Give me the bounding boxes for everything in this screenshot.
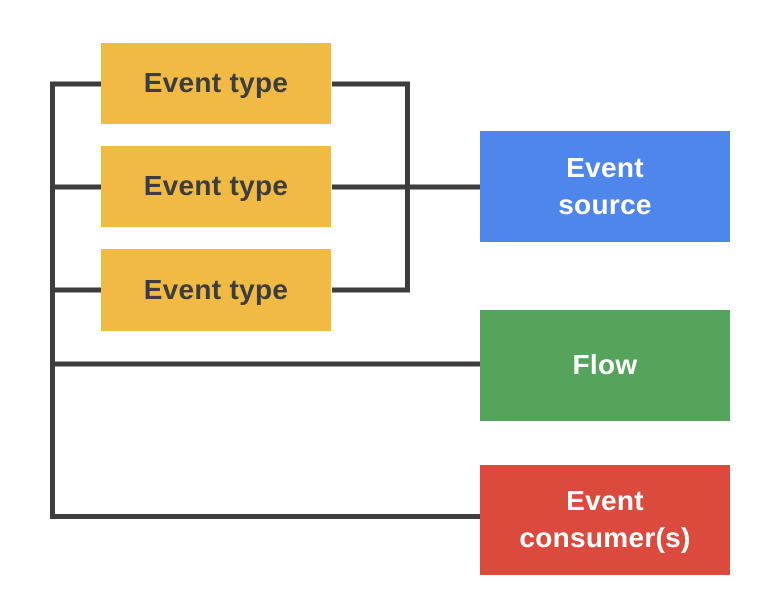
event-consumer-box: Event consumer(s) — [480, 465, 730, 575]
event-type-box-1: Event type — [101, 43, 331, 124]
connector-left-trunk — [50, 81, 480, 519]
event-type-label-3: Event type — [143, 273, 289, 305]
event-consumer-label: Event consumer(s) — [519, 485, 691, 553]
event-type-box-2: Event type — [101, 146, 331, 227]
event-type-label-1: Event type — [143, 67, 289, 99]
event-type-label-2: Event type — [143, 170, 289, 202]
event-source-box: Event source — [480, 131, 730, 242]
event-source-label: Event source — [558, 151, 652, 220]
flow-box: Flow — [480, 310, 730, 421]
flow-label: Flow — [572, 349, 638, 381]
event-type-box-3: Event type — [101, 249, 331, 331]
